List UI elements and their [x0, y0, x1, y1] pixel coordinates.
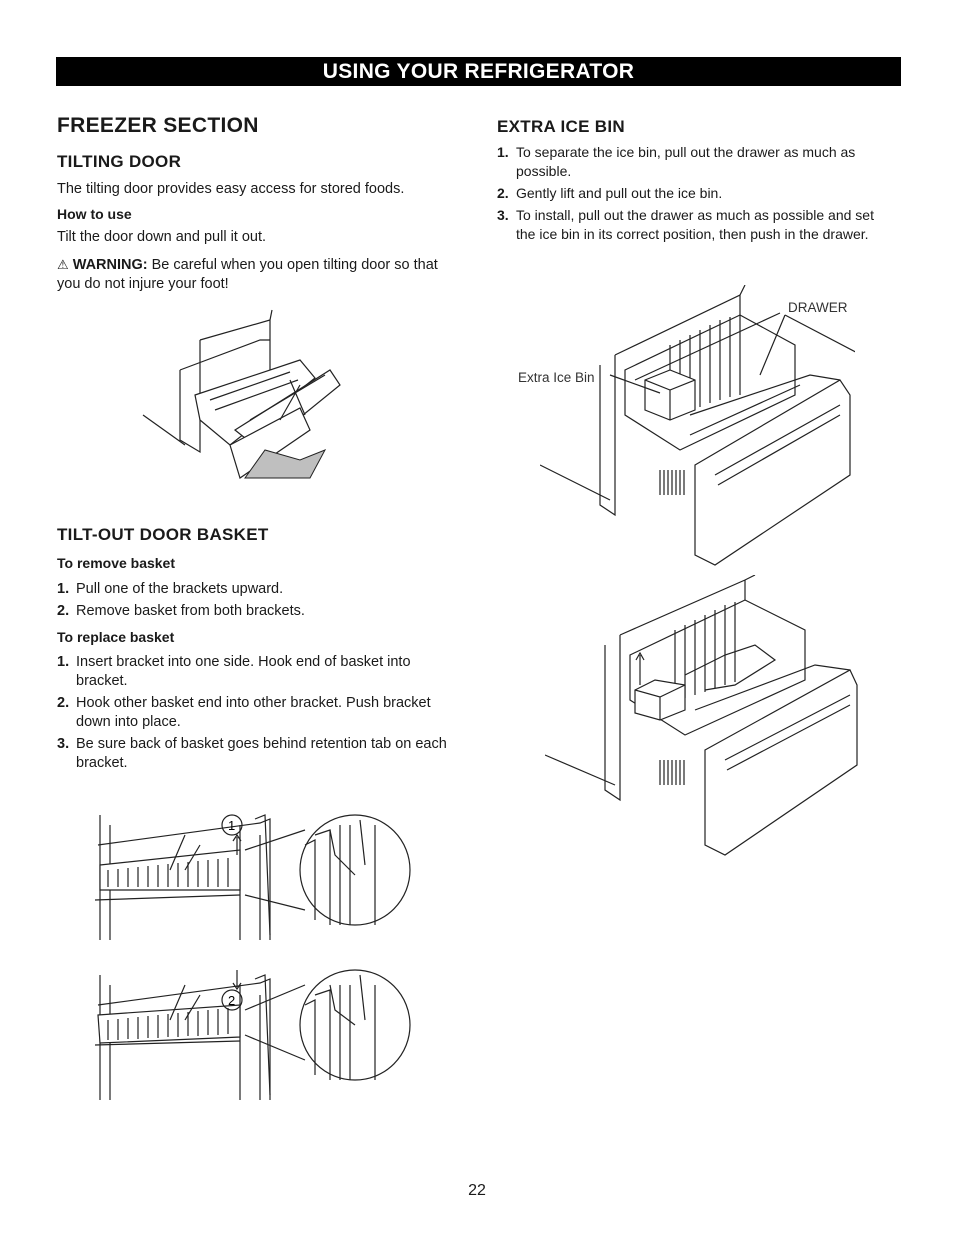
page-number: 22 — [468, 1182, 486, 1199]
replace-basket-title: To replace basket — [57, 629, 175, 645]
basket-remove-illustration: 1 — [94, 814, 411, 940]
how-to-use-text: Tilt the door down and pull it out. — [57, 229, 267, 245]
extra-ice-bin-title: EXTRA ICE BIN — [497, 117, 625, 136]
extra-ice-bin-label: Extra Ice Bin — [518, 370, 595, 385]
list-item: 3.To install, pull out the drawer as muc… — [497, 207, 874, 242]
tilting-door-intro: The tilting door provides easy access fo… — [57, 181, 405, 197]
tilt-out-basket-title: TILT-OUT DOOR BASKET — [57, 525, 269, 544]
warning-text: Be careful when you open tilting door so… — [57, 257, 438, 292]
basket-replace-illustration: 2 — [94, 969, 411, 1100]
list-item: 1.To separate the ice bin, pull out the … — [497, 144, 856, 179]
list-item: 2.Hook other basket end into other brack… — [57, 695, 431, 730]
remove-basket-steps: 1.Pull one of the brackets upward. 2.Rem… — [57, 580, 457, 624]
tilting-door-title: TILTING DOOR — [57, 152, 182, 171]
freezer-section-title: FREEZER SECTION — [57, 114, 259, 137]
list-item: 2.Remove basket from both brackets. — [57, 603, 305, 619]
list-item: 2.Gently lift and pull out the ice bin. — [497, 185, 723, 201]
drawer-label: DRAWER — [788, 300, 848, 315]
extra-ice-bin-steps: 1.To separate the ice bin, pull out the … — [497, 143, 897, 247]
how-to-use-title: How to use — [57, 206, 132, 222]
ice-bin-drawer-illustration — [540, 285, 855, 566]
warning-label: WARNING: — [72, 257, 148, 273]
ice-bin-lift-illustration — [545, 575, 858, 856]
callout-2: 2 — [228, 993, 235, 1008]
section-banner: USING YOUR REFRIGERATOR — [56, 57, 901, 86]
warning-block: ⚠ WARNING: Be careful when you open tilt… — [57, 255, 452, 294]
tilting-door-illustration — [142, 309, 341, 479]
list-item: 1.Insert bracket into one side. Hook end… — [57, 654, 411, 689]
remove-basket-title: To remove basket — [57, 555, 176, 571]
warning-icon: ⚠ — [57, 257, 69, 272]
list-item: 3.Be sure back of basket goes behind ret… — [57, 736, 447, 771]
replace-basket-steps: 1.Insert bracket into one side. Hook end… — [57, 653, 462, 776]
list-item: 1.Pull one of the brackets upward. — [57, 581, 284, 597]
callout-1: 1 — [228, 818, 235, 833]
